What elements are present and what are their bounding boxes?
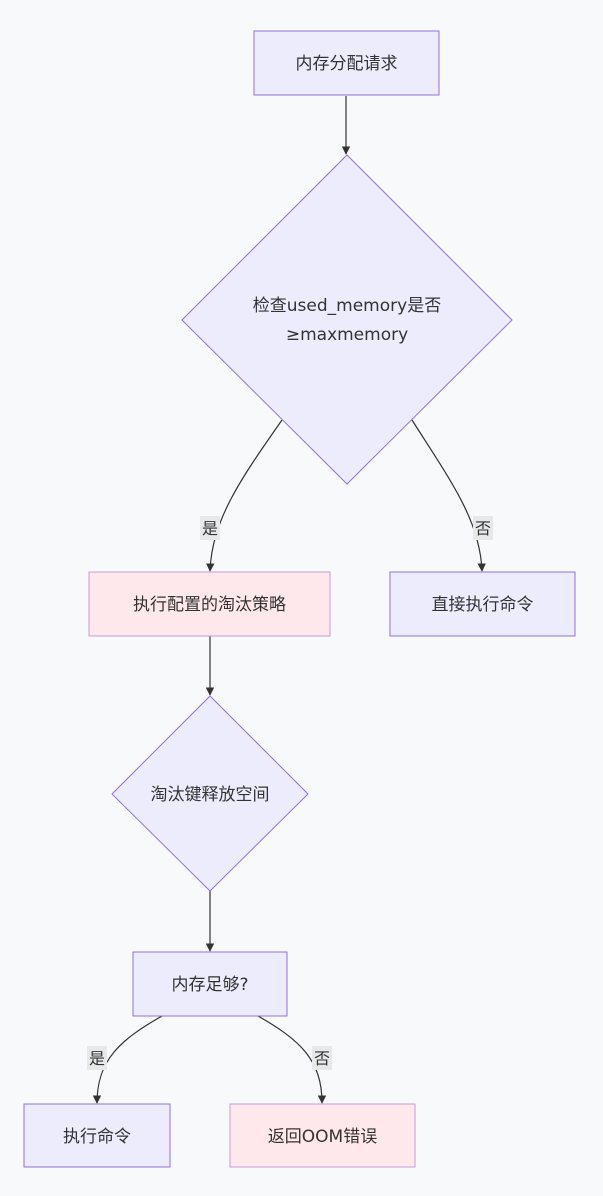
svg-text:否: 否 [314, 1049, 330, 1068]
edge-enough-to-execute [92, 1015, 163, 1104]
svg-text:淘汰键释放空间: 淘汰键释放空间 [151, 785, 270, 805]
svg-text:是: 是 [202, 519, 218, 538]
svg-text:执行配置的淘汰策略: 执行配置的淘汰策略 [133, 595, 286, 615]
edge-label-enough-yes: 是 [87, 1046, 107, 1070]
node-enough: 内存足够? [132, 951, 288, 1017]
edge-check-to-direct [411, 419, 486, 572]
edge-label-check-yes: 是 [200, 516, 220, 540]
node-request: 内存分配请求 [253, 30, 440, 96]
svg-text:内存足够?: 内存足够? [171, 975, 248, 995]
node-oom: 返回OOM错误 [229, 1103, 416, 1168]
edge-label-check-no: 否 [473, 516, 493, 540]
svg-text:内存分配请求: 内存分配请求 [296, 54, 398, 74]
svg-text:检查used_memory是否: 检查used_memory是否 [253, 296, 441, 316]
node-check-decision: 检查used_memory是否 ≥maxmemory [181, 154, 513, 485]
edge-check-to-policy [206, 419, 283, 572]
svg-text:否: 否 [475, 519, 491, 538]
svg-text:是: 是 [89, 1049, 105, 1068]
edge-label-enough-no: 否 [312, 1046, 332, 1070]
node-execute: 执行命令 [23, 1103, 171, 1168]
node-policy: 执行配置的淘汰策略 [88, 571, 331, 637]
edge-enough-to-oom [257, 1015, 327, 1104]
svg-text:执行命令: 执行命令 [63, 1127, 131, 1147]
node-evict-decision: 淘汰键释放空间 [111, 695, 309, 892]
svg-text:返回OOM错误: 返回OOM错误 [268, 1127, 377, 1147]
svg-text:≥maxmemory: ≥maxmemory [286, 325, 408, 345]
svg-text:直接执行命令: 直接执行命令 [432, 595, 534, 615]
node-direct: 直接执行命令 [389, 571, 576, 637]
